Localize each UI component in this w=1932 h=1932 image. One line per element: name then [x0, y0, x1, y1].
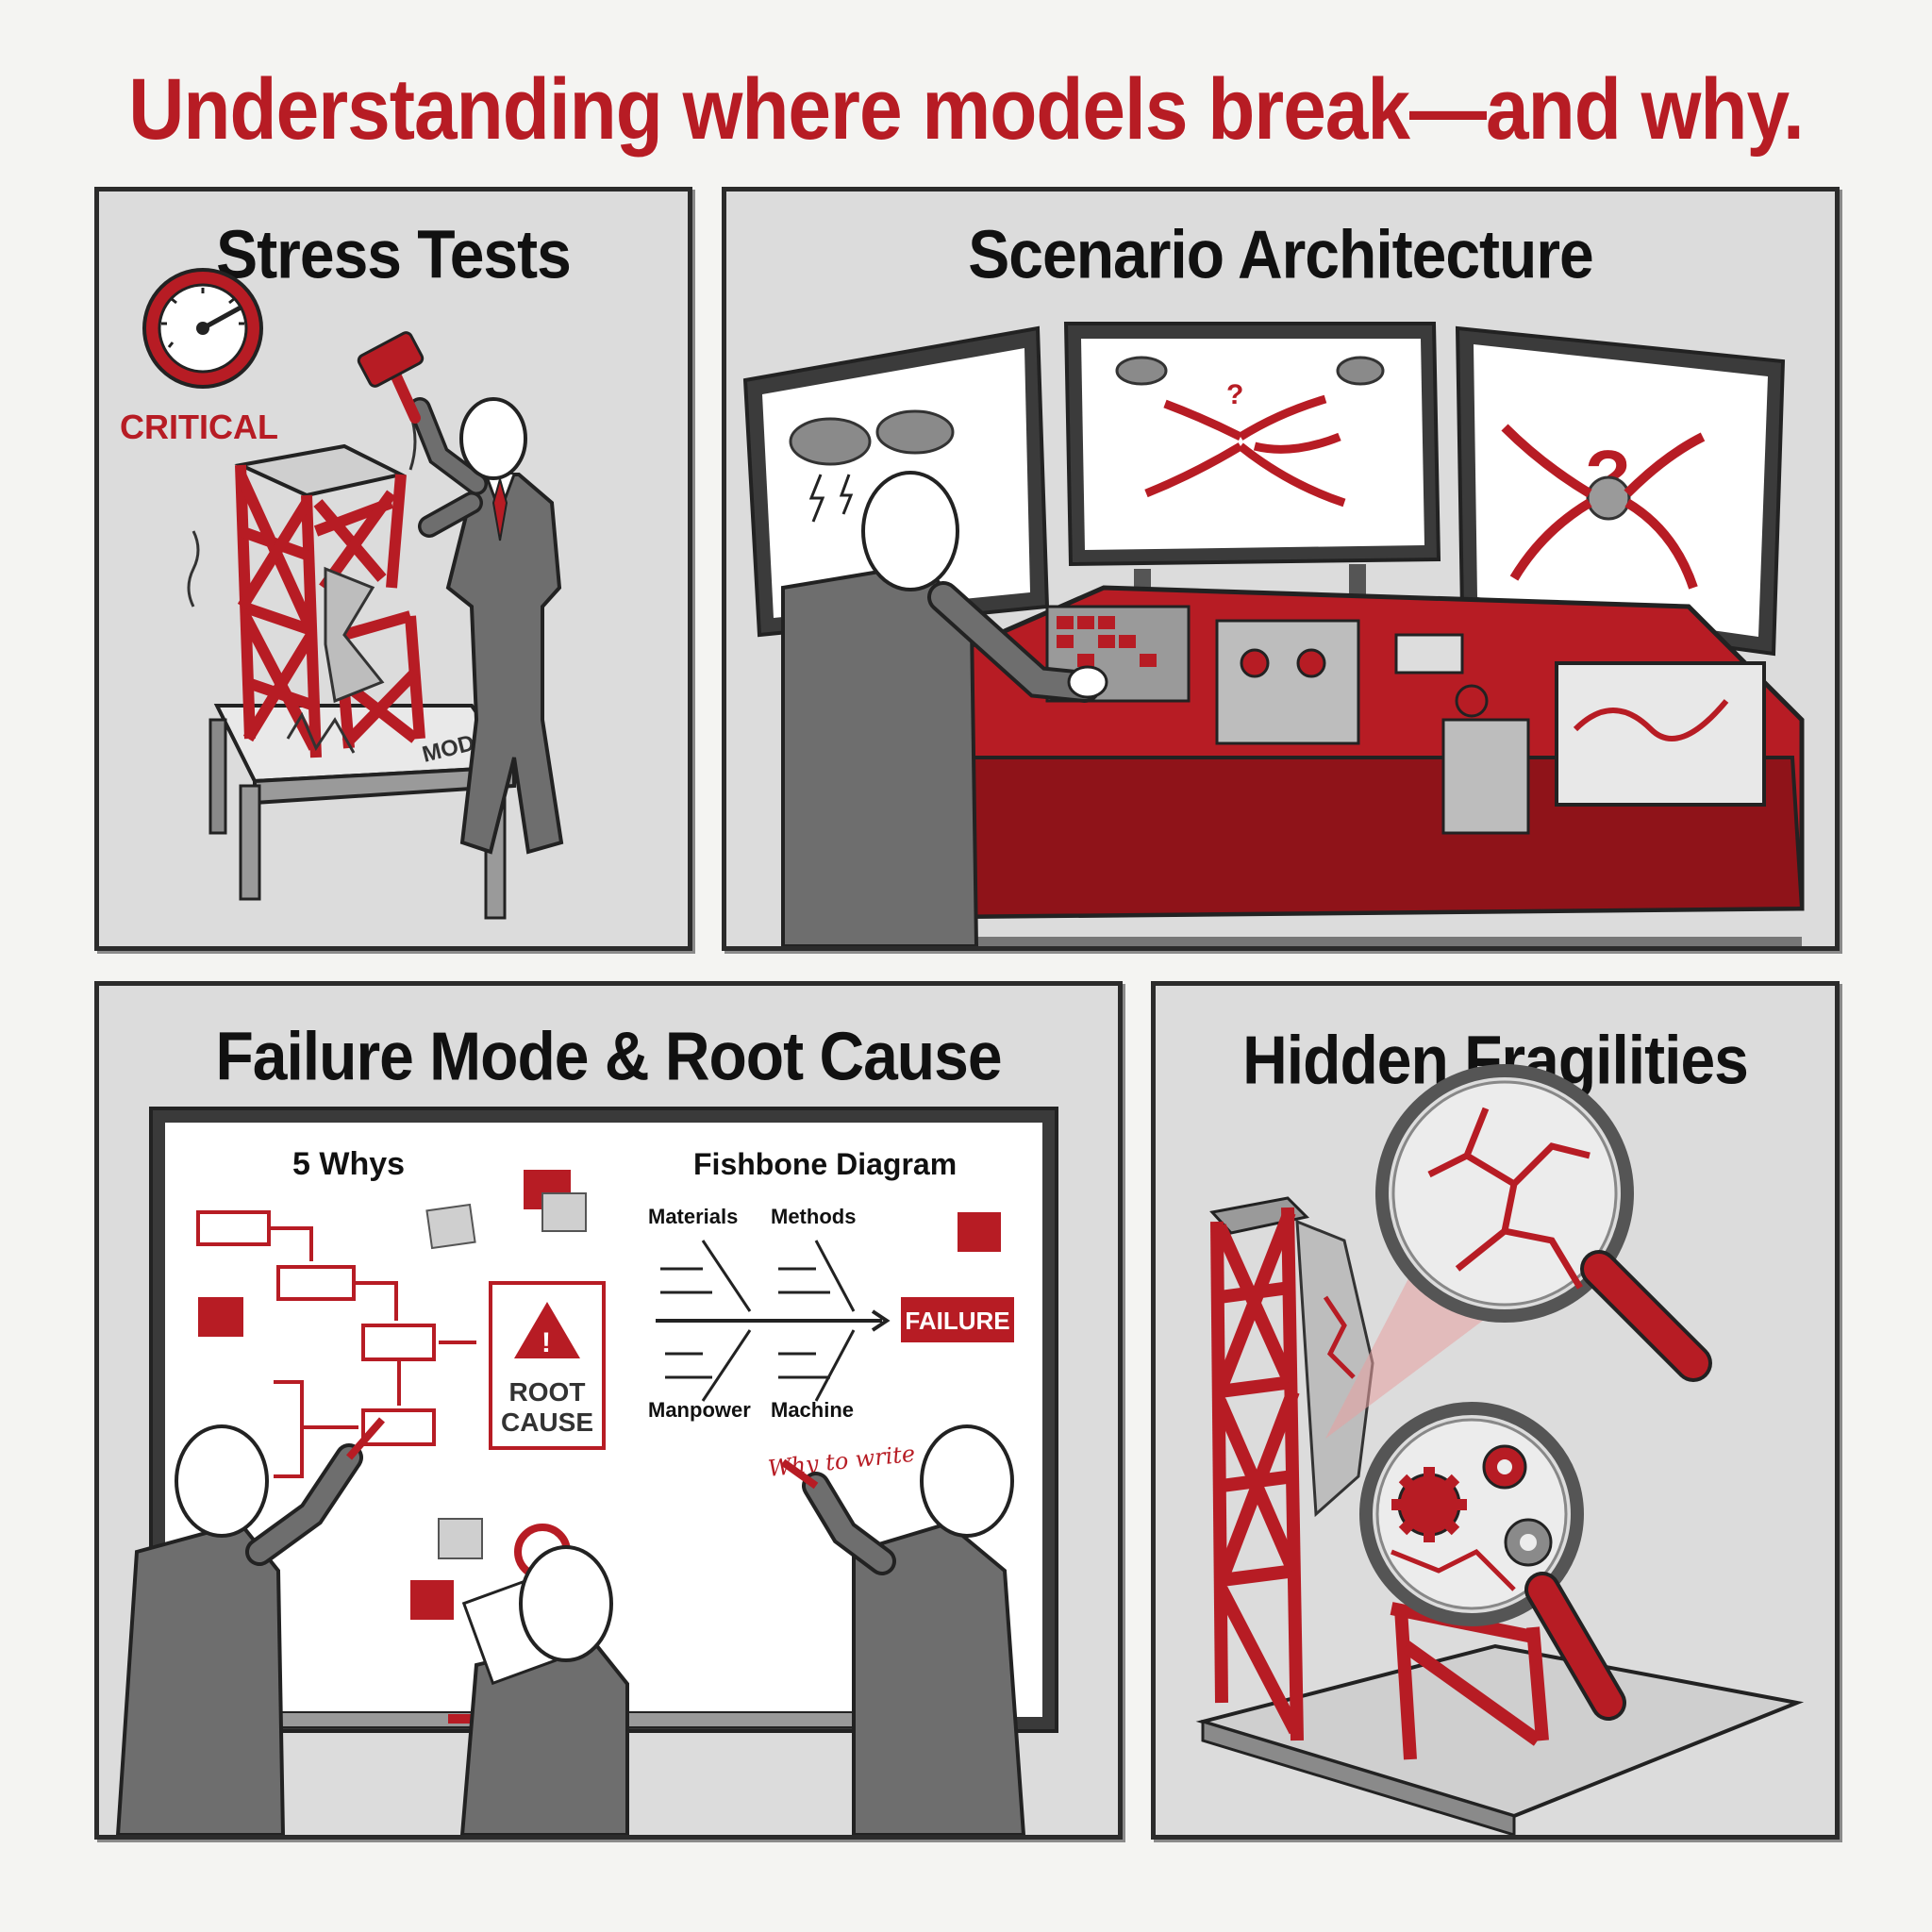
- root-cause-box: !: [489, 1281, 606, 1450]
- failure-box: [901, 1297, 1014, 1342]
- analyst-with-hammer: [357, 331, 564, 855]
- fishbone-label: Fishbone Diagram: [693, 1147, 957, 1181]
- fragile-tower: [1209, 1196, 1549, 1760]
- root-cause-label: ROOT: [509, 1377, 586, 1407]
- fragility-illustration: [1195, 1064, 1805, 1835]
- model-tower: [234, 443, 425, 758]
- panel-hidden-fragilities: Hidden Fragilities: [1151, 981, 1840, 1840]
- whiteboard-illustration: 5 Whys ! ROOT CAUSE Fishbone Diagram Mat…: [115, 1107, 1058, 1835]
- fishbone-category: Manpower: [648, 1398, 751, 1422]
- sticky-notes: [198, 1170, 1001, 1620]
- branching-arrows-icon: [1144, 394, 1346, 508]
- panel-title: Scenario Architecture: [968, 215, 1593, 292]
- question-mark-icon: ?: [1226, 379, 1243, 410]
- five-whys-label: 5 Whys: [292, 1146, 405, 1182]
- gear-icon: [1482, 1444, 1527, 1490]
- gear-icon: [1504, 1518, 1553, 1567]
- stress-test-illustration: CRITICAL MODEL: [120, 268, 564, 920]
- fishbone-category: Methods: [771, 1205, 856, 1228]
- root-cause-label: CAUSE: [501, 1407, 593, 1437]
- fishbone-diagram: [656, 1240, 891, 1402]
- operator: [781, 471, 1108, 946]
- crack-icon: [1295, 1219, 1374, 1518]
- warning-icon: !: [541, 1327, 551, 1358]
- gauge-label: CRITICAL: [120, 408, 278, 446]
- gear-icon: [1391, 1467, 1467, 1542]
- page-headline: Understanding where models break—and why…: [128, 61, 1805, 158]
- panel-failure-mode: Failure Mode & Root Cause Analysis 5 Why…: [94, 981, 1123, 1840]
- control-console: [799, 585, 1805, 946]
- five-whys-flow: [196, 1210, 476, 1478]
- panel-stress-tests: Stress Tests CRITICAL MODEL: [94, 187, 692, 951]
- speedometer-icon: [142, 268, 263, 389]
- branching-arrows-icon: [1501, 424, 1706, 590]
- monitor-uncertainty: ?: [1455, 325, 1786, 657]
- control-room-illustration: ? ?: [742, 322, 1805, 946]
- monitor-scenarios: ?: [1063, 322, 1441, 611]
- panel-title: Stress Tests: [216, 215, 572, 292]
- analyst-center: [459, 1524, 629, 1835]
- analyst-right: [780, 1424, 1026, 1835]
- fishbone-category: Materials: [648, 1205, 738, 1228]
- panel-scenario-architecture: Scenario Architecture ?: [722, 187, 1840, 951]
- fishbone-category: Machine: [771, 1398, 854, 1422]
- table: [208, 704, 518, 920]
- magnifier-icon: [1359, 1402, 1626, 1721]
- failure-label: FAILURE: [905, 1307, 1009, 1335]
- analyst-left: [115, 1417, 386, 1835]
- magnifier-icon: [1325, 1064, 1712, 1439]
